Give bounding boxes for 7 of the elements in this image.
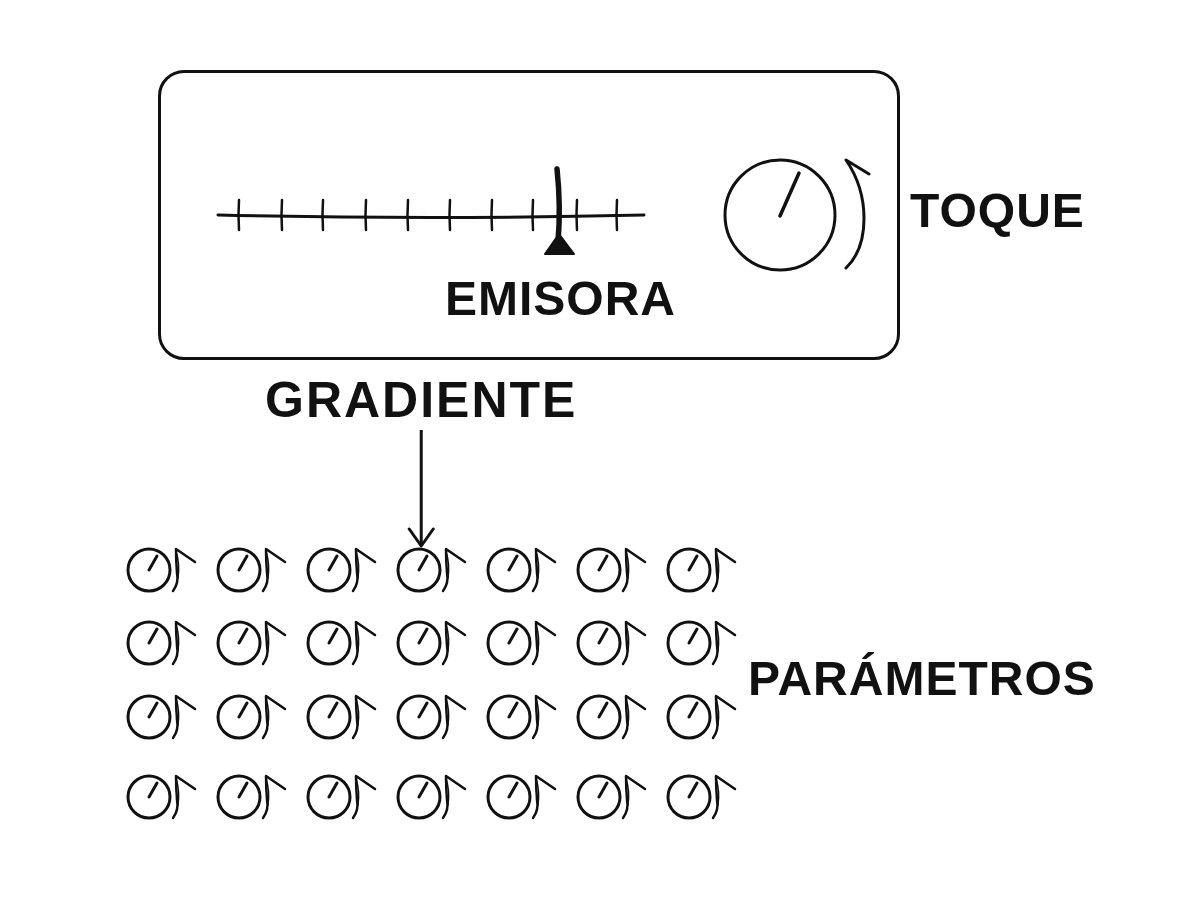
grid-label: PARÁMETROS	[748, 651, 1096, 707]
arrow-source-label: GRADIENTE	[265, 370, 578, 430]
knob-label: TOQUE	[910, 183, 1085, 239]
arrow	[407, 430, 435, 548]
scale-label: EMISORA	[445, 271, 676, 327]
knob-grid	[125, 546, 738, 821]
panel-box	[158, 70, 900, 360]
